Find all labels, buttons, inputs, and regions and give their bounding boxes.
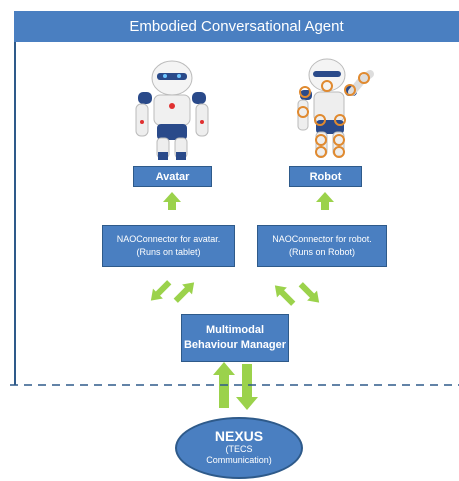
arrow-manager-to-nexus	[236, 364, 258, 410]
avatar-label: Avatar	[155, 170, 190, 183]
arrow-robot-connector-down	[298, 282, 320, 303]
avatar-connector-box: NAOConnector for avatar. (Runs on tablet…	[102, 225, 235, 267]
avatar-connector-line2: (Runs on tablet)	[136, 247, 201, 257]
robot-label: Robot	[309, 170, 342, 183]
arrow-to-avatar	[163, 192, 181, 210]
robot-connector-line2: (Runs on Robot)	[288, 247, 356, 257]
manager-line1: Multimodal	[205, 324, 265, 336]
avatar-robot-image	[135, 60, 209, 160]
robot-joints-image	[297, 58, 374, 158]
behaviour-manager-box: Multimodal Behaviour Manager	[181, 314, 289, 362]
arrow-robot-connector-up	[274, 285, 296, 306]
diagram-title: Embodied Conversational Agent	[14, 11, 459, 42]
nexus-line2: Communication)	[206, 455, 272, 465]
robot-connector-box: NAOConnector for robot. (Runs on Robot)	[257, 225, 387, 267]
avatar-connector-line1: NAOConnector for avatar.	[116, 234, 221, 244]
nexus-title: NEXUS	[214, 428, 264, 444]
manager-line2: Behaviour Manager	[183, 339, 287, 351]
arrow-avatar-connector-down	[150, 280, 172, 301]
arrow-to-robot	[316, 192, 334, 210]
robot-box: Robot	[289, 166, 362, 187]
nexus-ellipse: NEXUS (TECS Communication)	[175, 417, 303, 479]
nexus-line1: (TECS	[225, 444, 253, 454]
robot-connector-line1: NAOConnector for robot.	[272, 234, 372, 244]
avatar-box: Avatar	[133, 166, 212, 187]
arrow-avatar-connector-up	[173, 282, 195, 303]
